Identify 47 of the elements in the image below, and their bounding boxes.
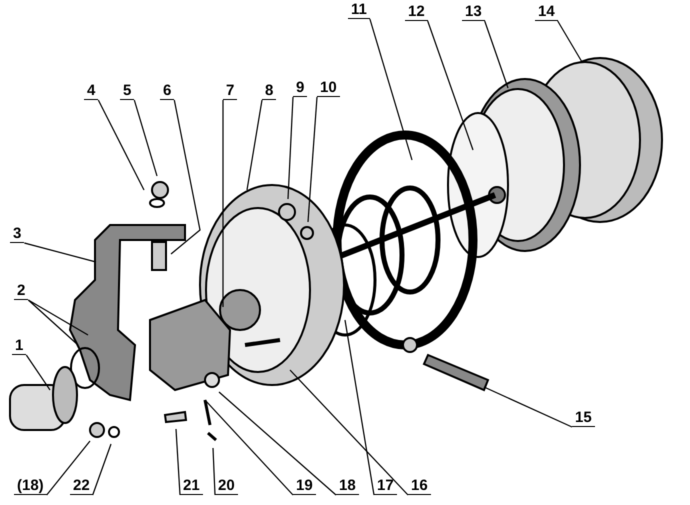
leader-line: [24, 242, 96, 263]
leader-line: [170, 100, 201, 254]
leader-line: [344, 320, 375, 496]
leader-line: [290, 370, 408, 496]
leader-line: [557, 20, 583, 62]
callout-number: 21: [180, 478, 203, 495]
callout-number: 7: [223, 83, 238, 100]
callout-number: 20: [215, 478, 238, 495]
callout-number: 4: [84, 83, 98, 100]
callout-number: 18: [336, 478, 359, 495]
leader-line: [204, 400, 294, 496]
leader-line: [212, 448, 216, 496]
callout-number: 6: [160, 83, 174, 100]
callout-number: 3: [10, 226, 24, 243]
callout-number: 12: [405, 4, 428, 21]
leader-line: [307, 96, 318, 222]
callout-number: 2: [14, 283, 28, 300]
leader-line: [26, 354, 50, 390]
callout-number: 10: [317, 80, 340, 97]
leader-line: [134, 100, 158, 176]
leader-line: [92, 444, 112, 496]
leader-line: [222, 100, 224, 307]
leader-line: [369, 18, 413, 160]
callout-number: 19: [293, 478, 316, 495]
leader-line: [484, 386, 572, 428]
callout-number: 16: [408, 478, 431, 495]
leader-line: [175, 428, 181, 496]
leader-line: [28, 299, 88, 336]
callout-number: (18): [14, 478, 47, 495]
callout-number: 8: [262, 83, 276, 100]
leader-line: [28, 300, 78, 346]
leader-line: [287, 96, 294, 200]
callout-number: 1: [12, 338, 26, 355]
callout-number: 15: [572, 410, 595, 427]
callout-number: 11: [348, 2, 370, 19]
leader-line: [427, 20, 474, 150]
callout-number: 13: [462, 4, 485, 21]
callout-number: 14: [535, 4, 558, 21]
leader-line: [46, 440, 90, 496]
leader-line: [98, 100, 145, 190]
callout-number: 17: [374, 478, 397, 495]
leader-line: [246, 100, 263, 190]
callout-number: 5: [120, 83, 134, 100]
callout-number: 22: [70, 478, 93, 495]
leader-line: [484, 20, 509, 88]
leader-line: [218, 392, 336, 496]
callout-number: 9: [293, 80, 308, 97]
